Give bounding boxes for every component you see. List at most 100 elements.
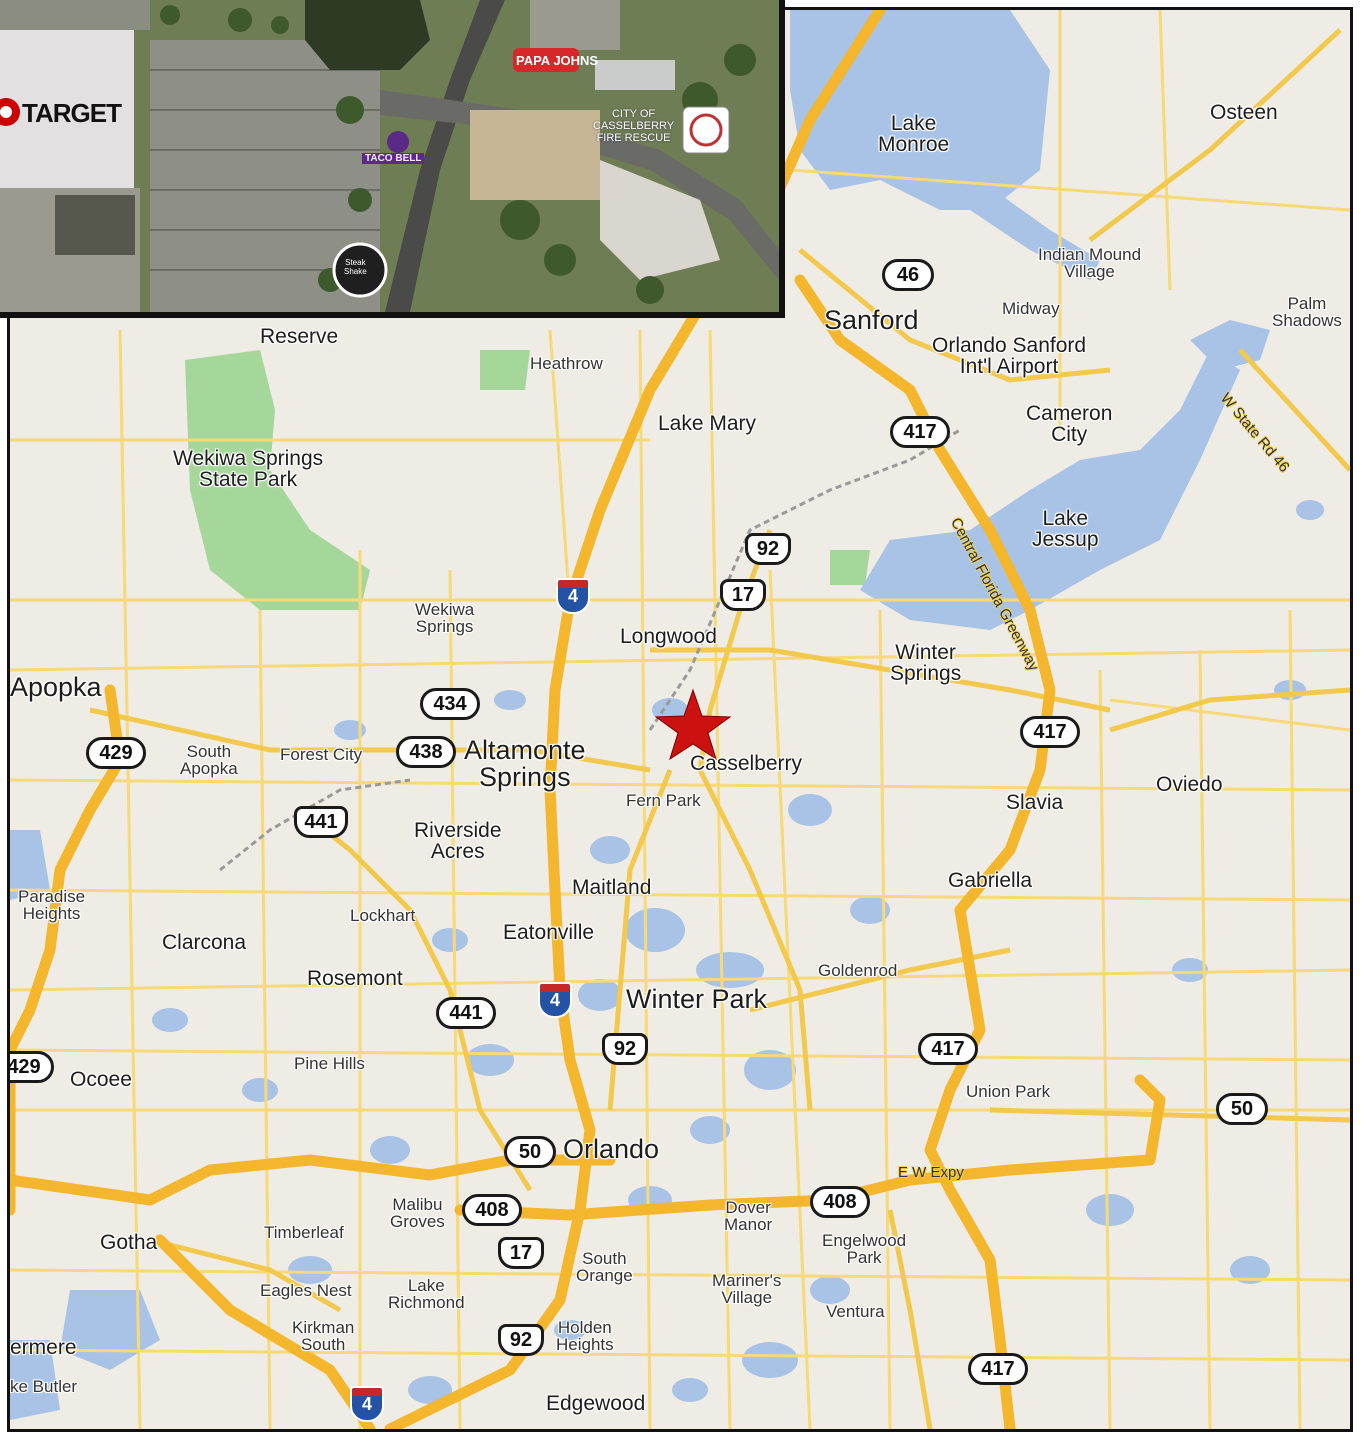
shield-sr417-sanford: 417	[890, 416, 950, 448]
altamonte-line2: Springs	[479, 762, 571, 792]
place-fern-park: Fern Park	[626, 791, 701, 810]
place-timberleaf: Timberleaf	[264, 1223, 344, 1242]
shield-i4-south: 4	[350, 1386, 384, 1422]
shield-sr417-south: 417	[968, 1353, 1028, 1385]
place-mariners-village: Mariner's Village	[712, 1272, 781, 1306]
place-winter-springs: Winter Springs	[890, 642, 961, 684]
lake-richmond-line2: Richmond	[388, 1293, 465, 1312]
airport-line2: Int'l Airport	[959, 355, 1059, 378]
place-osteen: Osteen	[1210, 101, 1278, 124]
lake-apopka-edge	[10, 830, 50, 900]
lake-monroe-line2: Monroe	[878, 133, 950, 156]
indian-mound-line2: Village	[1064, 262, 1115, 281]
park-east	[830, 550, 870, 585]
riverside-line1: Riverside	[414, 819, 502, 842]
small-lakes	[152, 500, 1324, 1404]
shield-us441-south: 441	[436, 997, 496, 1029]
fire-rescue-line3: FIRE RESCUE	[596, 132, 671, 145]
place-lake-richmond: Lake Richmond	[388, 1277, 465, 1311]
wekiwa-line2: Springs	[415, 617, 474, 636]
dover-line2: Manor	[724, 1215, 773, 1234]
place-lockhart: Lockhart	[350, 906, 416, 925]
shield-i4-middle: 4	[538, 982, 572, 1018]
place-riverside-acres: Riverside Acres	[414, 820, 502, 862]
winter-springs-line2: Springs	[890, 662, 962, 685]
mariners-line2: Village	[721, 1288, 773, 1307]
south-orange-line2: Orange	[576, 1266, 633, 1285]
place-windermere: ermere	[10, 1336, 77, 1359]
place-orlando: Orlando	[563, 1134, 660, 1164]
south-apopka-line2: Apopka	[180, 759, 238, 778]
main-road	[385, 0, 505, 312]
place-longwood: Longwood	[620, 625, 717, 648]
fire-rescue-label: CITY OF CASSELBERRY FIRE RESCUE	[593, 108, 674, 144]
shield-i4-north: 4	[556, 578, 590, 614]
fire-rescue-line2: CASSELBERRY	[593, 120, 675, 133]
place-ventura: Ventura	[826, 1302, 885, 1321]
steak-shake-label: Steak Shake	[344, 258, 367, 277]
indian-mound-line1: Indian Mound	[1038, 245, 1142, 264]
place-goldenrod: Goldenrod	[818, 961, 898, 980]
wekiwa-sp-line2: State Park	[199, 468, 298, 491]
shield-sr50-east: 50	[1216, 1093, 1268, 1125]
place-ocoee: Ocoee	[70, 1068, 132, 1091]
place-wekiwa-springs: Wekiwa Springs	[415, 601, 474, 635]
place-cameron-city: Cameron City	[1026, 403, 1112, 445]
lake-monroe	[790, 10, 1050, 210]
lake-monroe-line1: Lake	[890, 112, 937, 135]
place-holden-heights: Holden Heights	[556, 1319, 614, 1353]
kirkman-line1: Kirkman	[292, 1318, 355, 1337]
lake-jessup-north	[1190, 320, 1270, 370]
shield-sr429-apopka: 429	[86, 737, 146, 769]
place-orlando-sanford-airport: Orlando Sanford Int'l Airport	[932, 335, 1086, 377]
altamonte-line1: Altamonte	[464, 735, 586, 765]
place-lake-jessup: Lake Jessup	[1032, 508, 1099, 550]
place-clarcona: Clarcona	[162, 931, 247, 954]
place-malibu-groves: Malibu Groves	[390, 1196, 445, 1230]
shield-us92-south: 92	[498, 1324, 544, 1356]
place-paradise-heights: Paradise Heights	[18, 888, 85, 922]
south-apopka-line1: South	[186, 742, 232, 761]
paradise-line2: Heights	[22, 904, 81, 923]
place-eagles-nest: Eagles Nest	[260, 1281, 352, 1300]
lake-richmond-line1: Lake	[407, 1276, 445, 1295]
place-wekiwa-springs-state-park: Wekiwa Springs State Park	[173, 448, 323, 490]
place-edgewood: Edgewood	[546, 1392, 646, 1415]
place-winter-park: Winter Park	[626, 984, 768, 1014]
place-forest-city: Forest City	[280, 745, 363, 764]
place-altamonte-springs: Altamonte Springs	[464, 737, 586, 791]
engelwood-line1: Engelwood	[822, 1231, 907, 1250]
place-maitland: Maitland	[572, 876, 652, 899]
steak-shake-line1: Steak	[345, 258, 366, 267]
south-orange-line1: South	[582, 1249, 627, 1268]
place-midway: Midway	[1002, 299, 1060, 318]
mariners-line1: Mariner's	[712, 1271, 782, 1290]
aerial-inset[interactable]: TARGET PAPA JOHNS TACO BELL Steak Shake …	[0, 0, 785, 318]
cameron-line2: City	[1051, 423, 1088, 446]
malibu-line2: Groves	[390, 1212, 445, 1231]
place-gabriella: Gabriella	[948, 869, 1033, 892]
park-heathrow	[480, 350, 530, 390]
dover-line1: Dover	[725, 1198, 771, 1217]
shield-sr46: 46	[882, 259, 934, 291]
paradise-line1: Paradise	[18, 887, 86, 906]
shield-us92-winter-park: 92	[602, 1033, 648, 1065]
shield-sr408-west: 408	[462, 1194, 522, 1226]
shield-us441-north: 441	[294, 806, 348, 838]
wekiwa-line1: Wekiwa	[415, 600, 475, 619]
holden-line2: Heights	[556, 1335, 614, 1354]
steak-shake-logo-icon	[332, 242, 388, 298]
lake-monroe-channel	[970, 180, 1100, 280]
pond	[305, 0, 430, 70]
place-apopka: Apopka	[10, 672, 102, 702]
wekiwa-sp-line1: Wekiwa Springs	[173, 447, 324, 470]
casselberry-star-marker	[654, 688, 732, 761]
shield-sr429-ocoee: 429	[10, 1051, 54, 1083]
sr408-route	[454, 1074, 1166, 1221]
place-indian-mound-village: Indian Mound Village	[1038, 246, 1141, 280]
lake-jessup-line2: Jessup	[1032, 528, 1099, 551]
malibu-line1: Malibu	[392, 1195, 443, 1214]
place-pine-hills: Pine Hills	[294, 1054, 365, 1073]
place-sanford: Sanford	[824, 305, 919, 335]
place-heathrow: Heathrow	[530, 354, 603, 373]
